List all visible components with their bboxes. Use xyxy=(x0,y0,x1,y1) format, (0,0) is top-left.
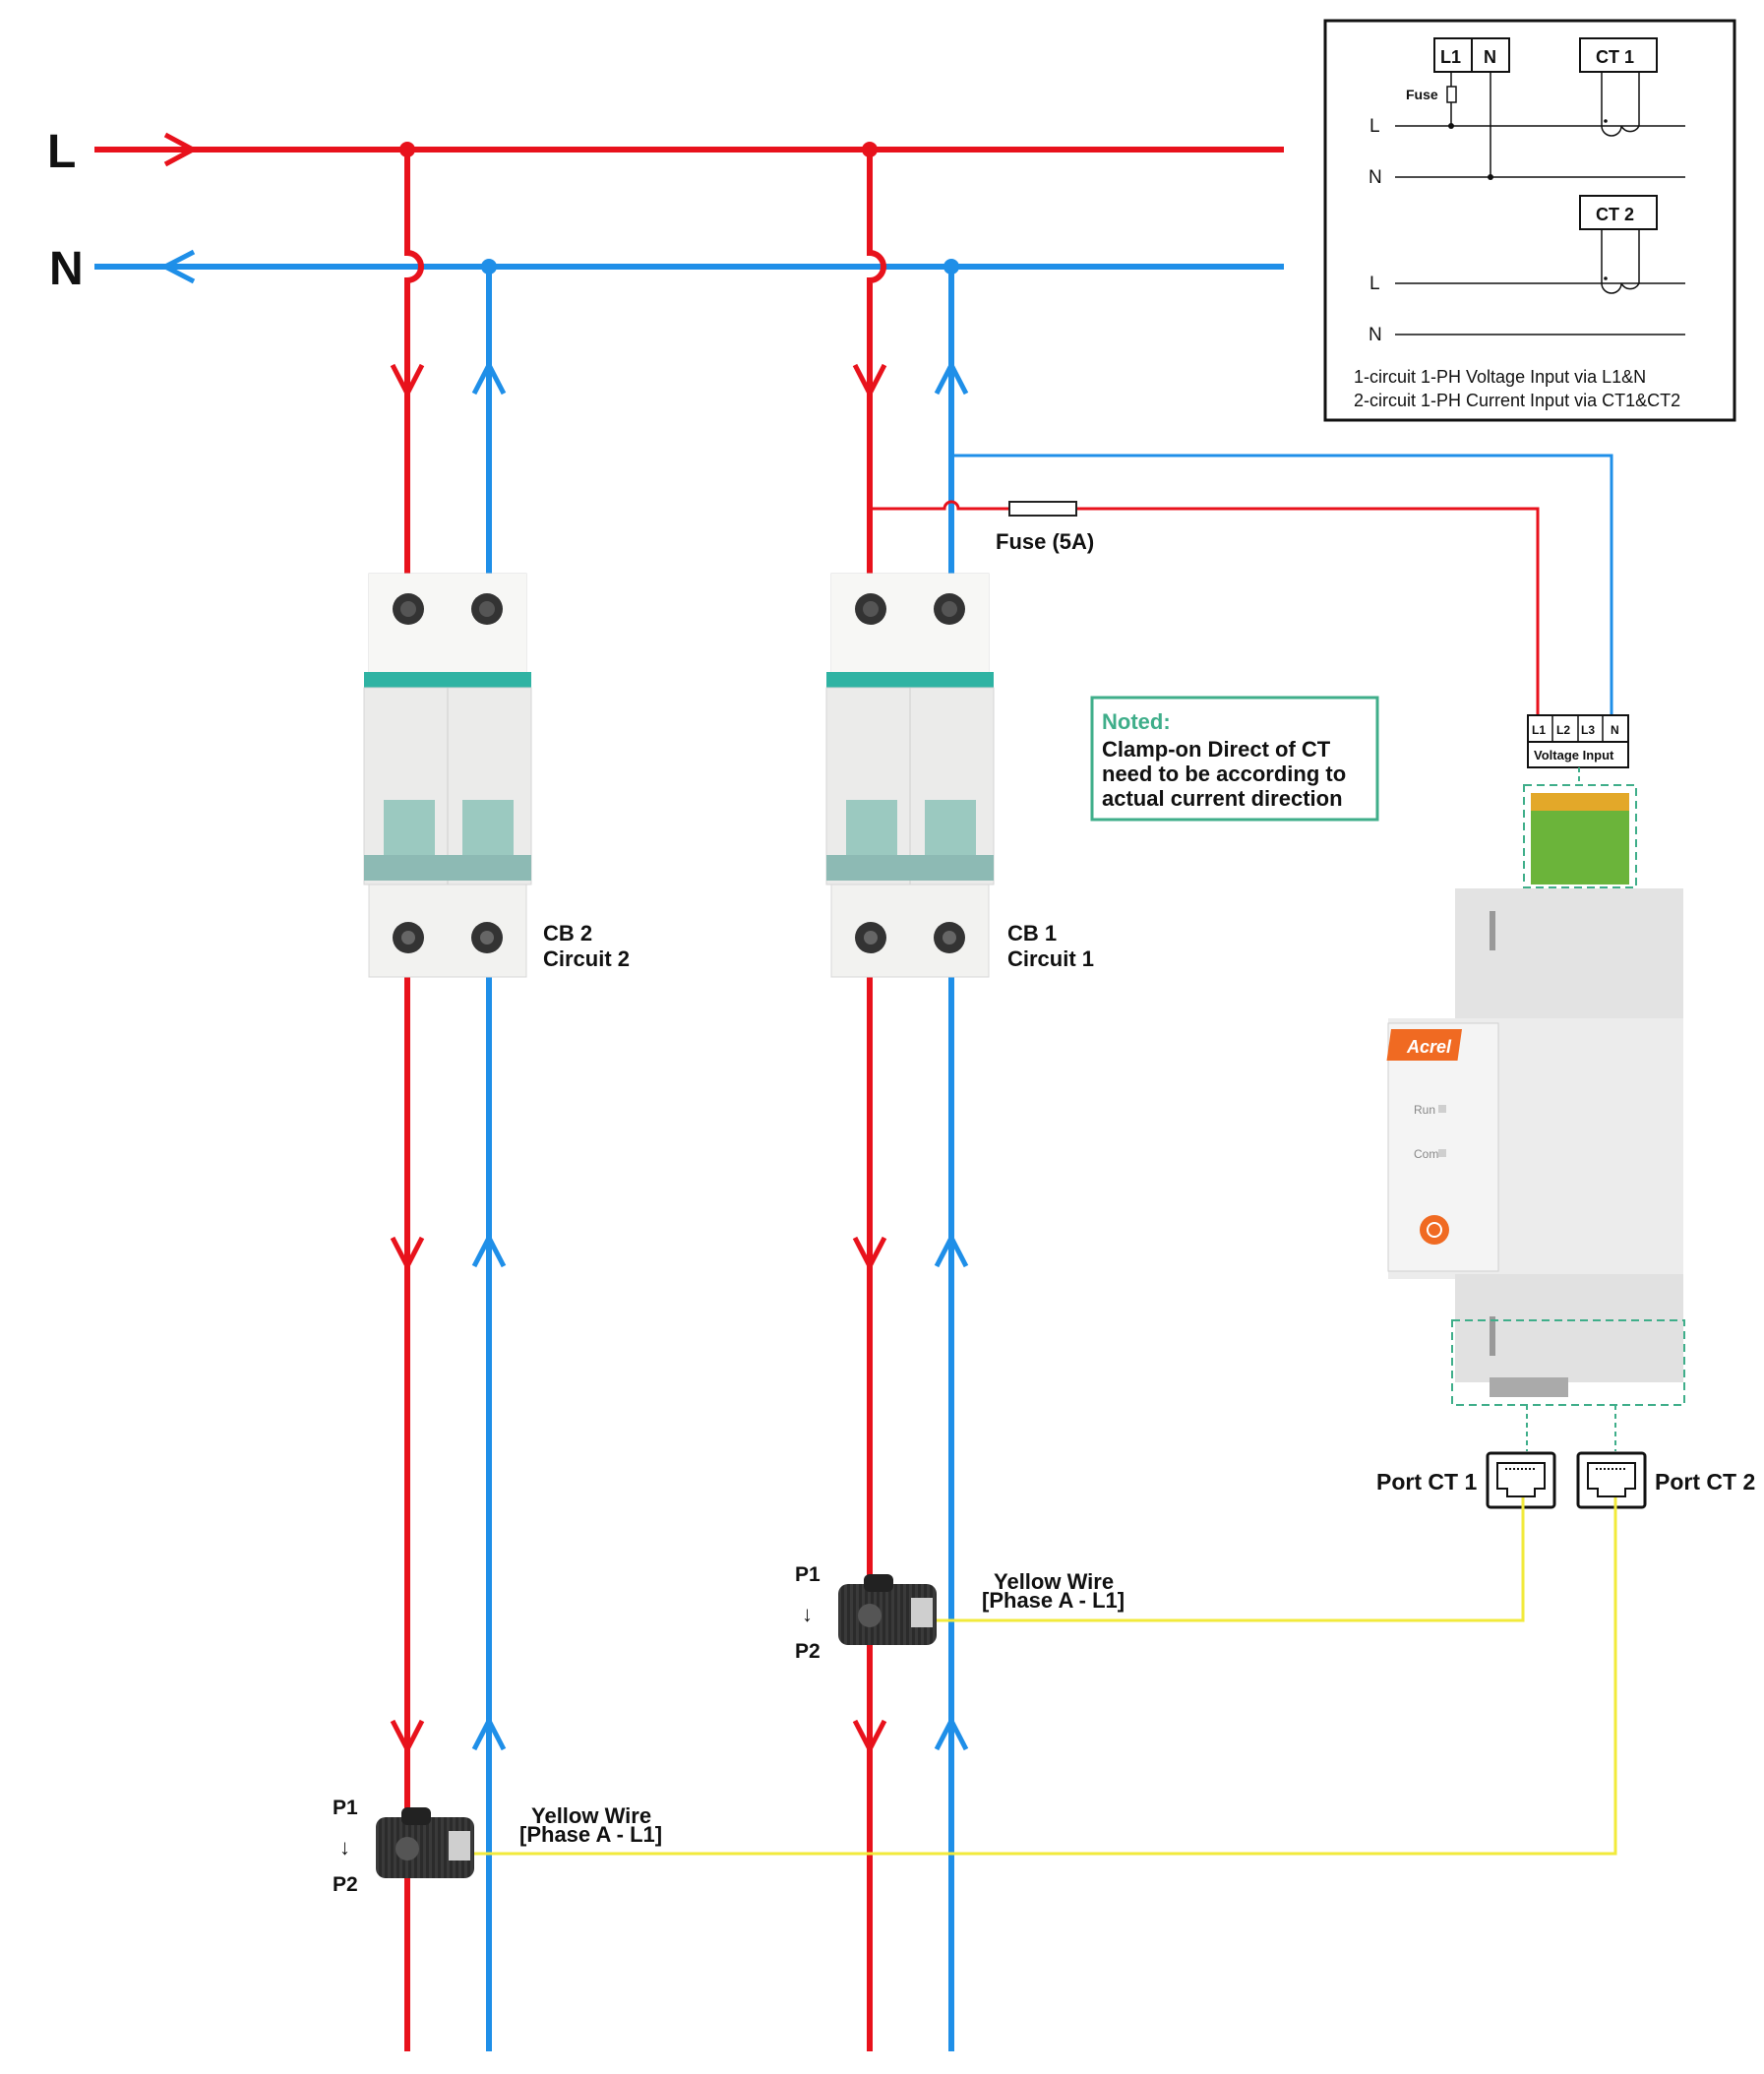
schematic-ct1: CT 1 xyxy=(1596,47,1634,67)
terminal-l3: L3 xyxy=(1581,723,1595,737)
ct1-direction-arrow: ↓ xyxy=(802,1602,813,1626)
ct1-wire-label-1: Yellow Wire xyxy=(994,1569,1114,1594)
schematic-fuse: Fuse xyxy=(1406,87,1438,102)
breaker-cb2 xyxy=(363,573,532,978)
ct2-wire-label-1: Yellow Wire xyxy=(531,1803,651,1828)
note-line-2: need to be according to xyxy=(1102,762,1346,786)
meter-brand: Acrel xyxy=(1406,1037,1452,1057)
breaker-cb1 xyxy=(825,573,995,978)
fuse-label: Fuse (5A) xyxy=(996,529,1094,554)
live-bus-label: L xyxy=(47,126,76,178)
meter-run: Run xyxy=(1414,1103,1435,1117)
note-line-3: actual current direction xyxy=(1102,786,1343,811)
ct1-wire-label-2: [Phase A - L1] xyxy=(982,1588,1125,1613)
fuse-5a xyxy=(1008,501,1077,517)
voltage-tap-neutral-wire xyxy=(951,454,1613,730)
schematic-row-n1: N xyxy=(1369,167,1382,188)
voltage-input-label: Voltage Input xyxy=(1534,748,1614,762)
cb2-name: CB 2 xyxy=(543,921,592,946)
current-direction-arrows xyxy=(390,359,969,1755)
meter-reset-icon xyxy=(1420,1215,1449,1245)
ct1-p1-label: P1 xyxy=(795,1563,821,1586)
meter-com: Com xyxy=(1414,1147,1438,1161)
schematic-caption-1: 1-circuit 1-PH Voltage Input via L1&N xyxy=(1354,367,1646,387)
schematic-row-n2: N xyxy=(1369,325,1382,345)
circuit-1-live-junction xyxy=(862,142,878,157)
cb1-circuit: Circuit 1 xyxy=(1007,946,1094,971)
note-line-1: Clamp-on Direct of CT xyxy=(1102,737,1331,762)
ct-clamp-circuit-1 xyxy=(838,1574,937,1645)
terminal-l2: L2 xyxy=(1556,723,1570,737)
port-ct1-icon xyxy=(1486,1451,1556,1509)
schematic-n: N xyxy=(1484,47,1496,67)
wiring-schematic: L1 N Fuse CT 1 L N CT 2 L N 1-circuit 1-… xyxy=(1323,19,1736,422)
energy-meter: Acrel Run Com xyxy=(1386,784,1685,1451)
ct2-p1-label: P1 xyxy=(333,1797,358,1819)
ct-clamp-circuit-2 xyxy=(376,1807,474,1878)
ct2-p2-label: P2 xyxy=(333,1873,358,1896)
neutral-bus xyxy=(94,249,1284,284)
cb2-circuit: Circuit 2 xyxy=(543,946,630,971)
circuit-2-live-junction xyxy=(399,142,415,157)
yellow-wire-ct2 xyxy=(474,1497,1617,1856)
yellow-wire-ct1 xyxy=(937,1497,1525,1622)
note-box xyxy=(1090,696,1379,822)
circuit-1-neutral-junction xyxy=(943,259,959,274)
circuit-2-neutral-junction xyxy=(481,259,497,274)
circuit-1-live-wire xyxy=(867,150,886,2051)
voltage-input-terminals: L1 L2 L3 N Voltage Input xyxy=(1527,714,1629,785)
port-ct1-label: Port CT 1 xyxy=(1376,1469,1477,1494)
circuit-2-live-wire xyxy=(404,150,424,2051)
ct2-wire-label-2: [Phase A - L1] xyxy=(519,1822,662,1847)
live-bus xyxy=(94,132,1284,167)
ct2-direction-arrow: ↓ xyxy=(339,1835,350,1860)
schematic-row-l2: L xyxy=(1369,274,1380,294)
cb1-name: CB 1 xyxy=(1007,921,1057,946)
schematic-caption-2: 2-circuit 1-PH Current Input via CT1&CT2 xyxy=(1354,391,1680,410)
schematic-l1: L1 xyxy=(1440,47,1461,67)
terminal-l1: L1 xyxy=(1532,723,1546,737)
voltage-tap-live-wire xyxy=(870,500,1540,730)
neutral-bus-label: N xyxy=(49,243,84,295)
note-title: Noted: xyxy=(1102,709,1171,734)
schematic-fuse-symbol xyxy=(1446,86,1457,103)
schematic-ct2: CT 2 xyxy=(1596,205,1634,224)
terminal-n: N xyxy=(1611,723,1619,737)
schematic-row-l1: L xyxy=(1369,116,1380,137)
port-ct2-icon xyxy=(1576,1451,1647,1509)
ct1-p2-label: P2 xyxy=(795,1640,821,1663)
port-ct2-label: Port CT 2 xyxy=(1655,1469,1755,1494)
